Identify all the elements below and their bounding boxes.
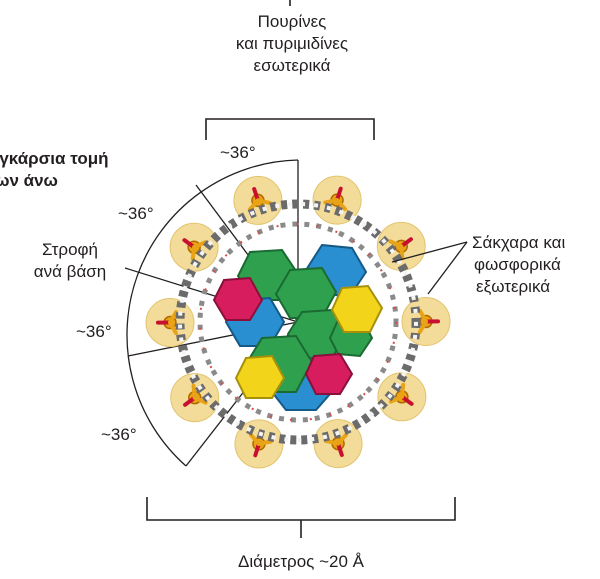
cross-section-label: Εγκάρσια τομή των άνω [0, 148, 109, 192]
phosphate-group [146, 299, 194, 347]
base-yellow-1 [332, 286, 382, 332]
phosphate-group [402, 297, 450, 345]
rotation-label: Στροφή ανά βάση [8, 239, 132, 283]
cross-section-line1: Εγκάρσια τομή [0, 148, 109, 170]
purines-line2: και πυριμιδίνες [200, 33, 384, 55]
diameter-bracket [147, 497, 455, 538]
angle-label-1: ~36° [220, 142, 256, 164]
angle-label-2: ~36° [118, 203, 154, 225]
rotation-line2: ανά βάση [8, 261, 132, 283]
purines-line1: Πουρίνες [200, 11, 384, 33]
rotation-line1: Στροφή [8, 239, 132, 261]
purines-line3: εσωτερικά [200, 55, 384, 77]
angle-label-4: ~36° [101, 424, 137, 446]
base-magenta-2 [306, 354, 352, 394]
stacked-bases [214, 245, 382, 410]
sugars-phosphates-label: Σάκχαρα και φωσφορικά εξωτερικά [472, 232, 565, 298]
sugars-line1: Σάκχαρα και [472, 232, 565, 254]
angle-label-3: ~36° [76, 321, 112, 343]
purines-pyrimidines-label: Πουρίνες και πυριμιδίνες εσωτερικά [200, 11, 384, 77]
sugars-line3: εξωτερικά [472, 276, 565, 298]
sugars-line2: φωσφορικά [472, 254, 565, 276]
diameter-label: Διάμετρος ~20 Å [200, 551, 402, 573]
cross-section-line2: των άνω [0, 170, 109, 192]
